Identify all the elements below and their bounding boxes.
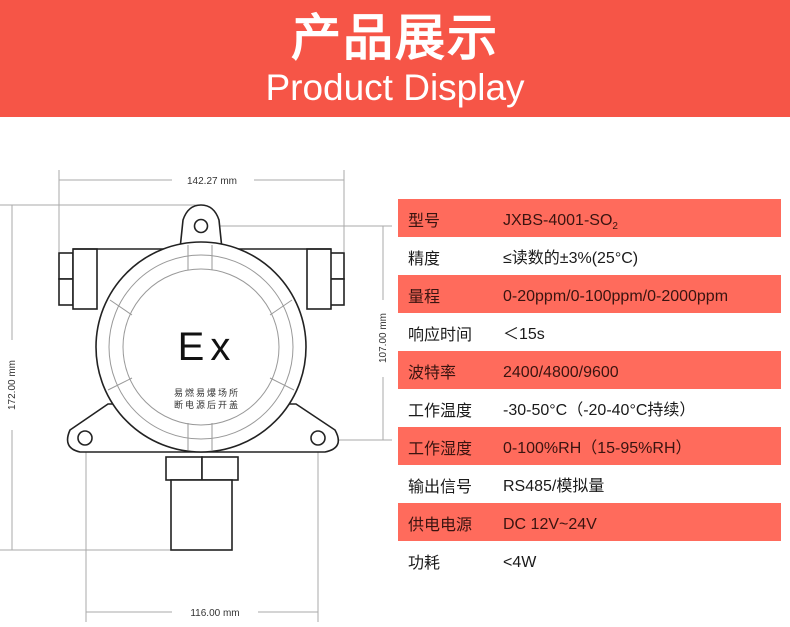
spec-label: 供电电源 xyxy=(408,515,473,534)
spec-label: 工作温度 xyxy=(408,401,473,420)
spec-row-response-time: 响应时间 ＜15s xyxy=(398,313,781,351)
spec-label: 量程 xyxy=(408,287,441,306)
dim-mount-height: 107.00 mm xyxy=(378,313,389,363)
banner-title-cn: 产品展示 xyxy=(291,9,499,67)
spec-label: 输出信号 xyxy=(408,477,473,496)
spec-value: -30-50°C（-20-40°C持续） xyxy=(503,402,696,419)
spec-row-operating-humidity: 工作湿度 0-100%RH（15-95%RH） xyxy=(398,427,781,465)
spec-row-accuracy: 精度 ≤读数的±3%(25°C) xyxy=(398,237,781,275)
spec-row-baud-rate: 波特率 2400/4800/9600 xyxy=(398,351,781,389)
spec-value: RS485/模拟量 xyxy=(503,478,605,495)
spec-row-range: 量程 0-20ppm/0-100ppm/0-2000ppm xyxy=(398,275,781,313)
spec-value: 0-100%RH（15-95%RH） xyxy=(503,440,692,457)
spec-value: 0-20ppm/0-100ppm/0-2000ppm xyxy=(503,288,729,305)
spec-row-model: 型号 JXBS-4001-SO2 xyxy=(398,199,781,237)
spec-label: 工作湿度 xyxy=(408,439,473,458)
banner-title-en: Product Display xyxy=(265,67,525,108)
spec-row-power-supply: 供电电源 DC 12V~24V xyxy=(398,503,781,541)
spec-label: 精度 xyxy=(408,249,441,268)
header-banner: 产品展示 Product Display xyxy=(0,0,790,117)
dim-top-width: 142.27 mm xyxy=(187,176,237,187)
warning-line-2: 断电源后开盖 xyxy=(174,399,240,411)
spec-label: 功耗 xyxy=(408,553,441,572)
spec-label: 响应时间 xyxy=(408,325,473,344)
spec-value: DC 12V~24V xyxy=(503,516,597,533)
spec-row-power-consumption: 功耗 <4W xyxy=(398,541,781,579)
dim-total-height: 172.00 mm xyxy=(7,360,18,410)
spec-value: ＜15s xyxy=(503,326,545,343)
spec-value: 2400/4800/9600 xyxy=(503,364,619,381)
spec-value: <4W xyxy=(503,554,537,571)
spec-value: JXBS-4001-SO2 xyxy=(503,212,618,233)
spec-row-output-signal: 输出信号 RS485/模拟量 xyxy=(398,465,781,503)
spec-value: ≤读数的±3%(25°C) xyxy=(503,250,639,267)
warning-line-1: 易燃易爆场所 xyxy=(174,387,240,399)
ex-mark: Ex xyxy=(178,325,237,369)
spec-table: 型号 JXBS-4001-SO2 精度 ≤读数的±3%(25°C) 量程 0-2… xyxy=(398,199,781,579)
spec-label: 型号 xyxy=(408,211,441,230)
spec-label: 波特率 xyxy=(408,363,457,382)
spec-row-operating-temp: 工作温度 -30-50°C（-20-40°C持续） xyxy=(398,389,781,427)
dimension-drawing: 142.27 mm 172.00 mm 107.00 mm 116.00 mm xyxy=(0,117,395,623)
dim-bottom-width: 116.00 mm xyxy=(190,608,239,619)
